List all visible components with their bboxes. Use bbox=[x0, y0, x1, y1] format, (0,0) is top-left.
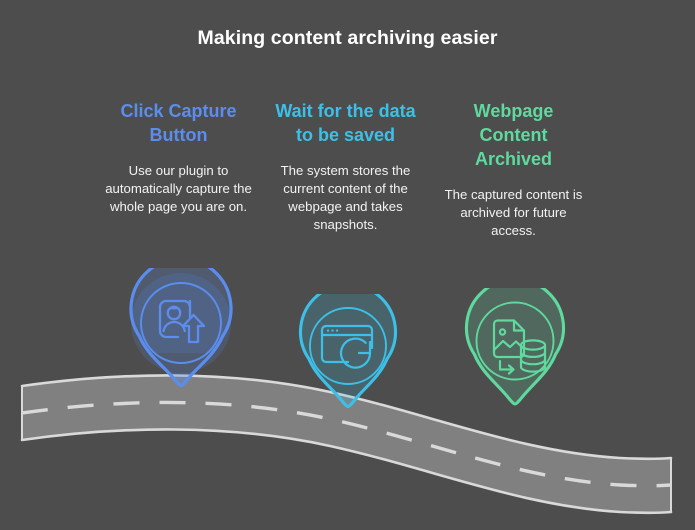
step-2-heading: Wait for the data to be saved bbox=[275, 101, 416, 145]
pin-1-body bbox=[130, 273, 231, 385]
step-1-heading: Click Capture Button bbox=[120, 101, 237, 145]
step-column-2: Wait for the data to be saved The system… bbox=[272, 100, 419, 234]
pin-3-inner-ring bbox=[475, 301, 555, 381]
map-pin-step-1 bbox=[129, 268, 233, 388]
step-2-body: The system stores the current content of… bbox=[280, 162, 411, 233]
pin-1-outline bbox=[129, 268, 233, 388]
step-column-1: Click Capture Button Use our plugin to a… bbox=[104, 100, 253, 216]
map-pin-step-2 bbox=[298, 294, 398, 409]
step-1-body: Use our plugin to automatically capture … bbox=[105, 162, 252, 215]
step-3-body: The captured content is archived for fut… bbox=[444, 186, 583, 238]
browser-refresh-icon bbox=[320, 324, 374, 369]
pin-2-inner-ring bbox=[309, 307, 387, 385]
map-pin-step-3 bbox=[464, 288, 566, 406]
road-edge-bottom bbox=[20, 428, 673, 515]
pin-1-inner-ring bbox=[140, 282, 222, 364]
profile-card-upload-icon bbox=[158, 299, 206, 344]
page-title: Making content archiving easier bbox=[197, 27, 498, 49]
step-3-heading: Webpage Content Archived bbox=[473, 101, 554, 169]
pin-3-outline bbox=[464, 288, 566, 406]
road-center-dashes bbox=[22, 400, 671, 488]
step-column-3: Webpage Content Archived The captured co… bbox=[443, 100, 584, 240]
pin-2-outline bbox=[298, 294, 398, 409]
image-to-database-icon bbox=[492, 319, 547, 375]
